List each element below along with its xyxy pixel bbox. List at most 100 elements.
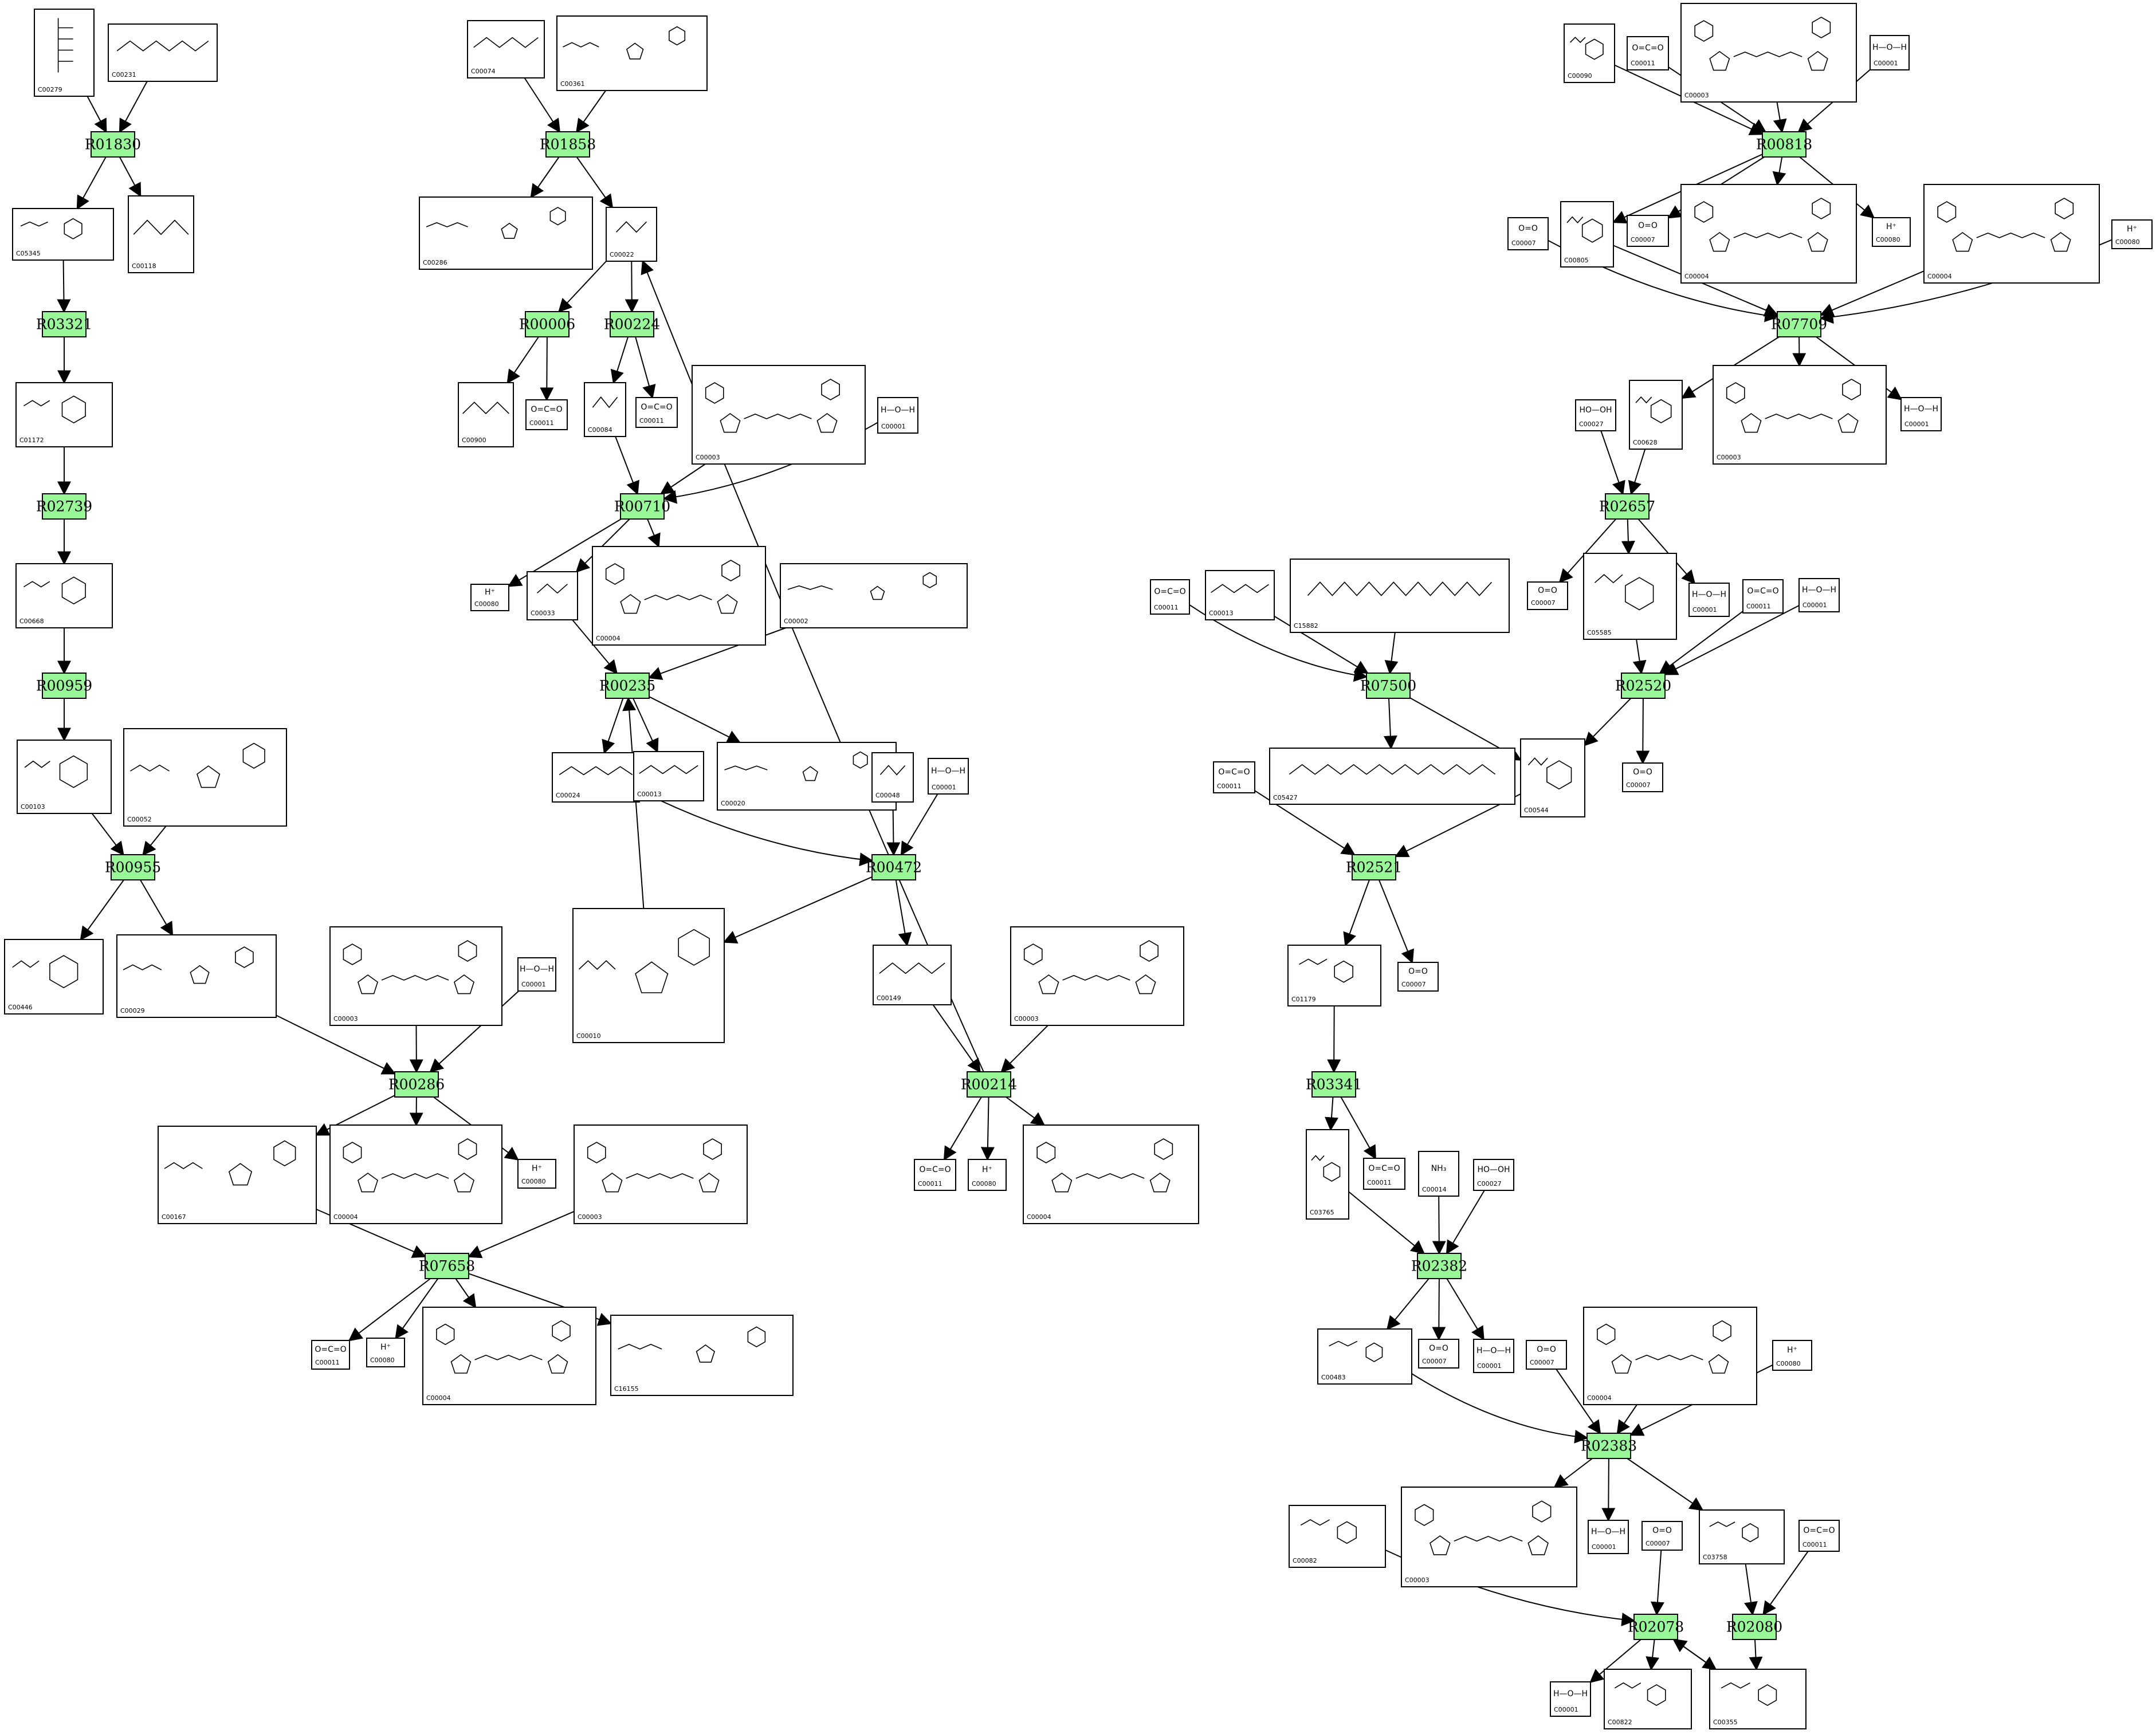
compound-node[interactable]: C00279 <box>34 9 95 97</box>
reaction-node[interactable]: R00224 <box>604 311 660 337</box>
compound-node[interactable]: C00003 <box>1010 926 1184 1026</box>
compound-node[interactable]: C00003 <box>1401 1487 1577 1587</box>
compound-node[interactable]: C00103 <box>17 740 112 814</box>
compound-node[interactable]: C00668 <box>15 563 113 628</box>
compound-node[interactable]: C01172 <box>15 382 113 447</box>
compound-node[interactable]: H⁺C00080 <box>1772 1340 1812 1371</box>
compound-node[interactable]: C00544 <box>1520 738 1585 817</box>
reaction-node[interactable]: R07709 <box>1771 311 1827 337</box>
compound-node[interactable]: C00361 <box>556 15 708 91</box>
compound-node[interactable]: C16155 <box>610 1315 794 1396</box>
reaction-node[interactable]: R00214 <box>961 1071 1017 1098</box>
compound-node[interactable]: C00149 <box>873 945 952 1005</box>
compound-node[interactable]: C00020 <box>717 742 897 811</box>
compound-node[interactable]: C00052 <box>123 728 287 827</box>
reaction-node[interactable]: R02657 <box>1599 493 1655 520</box>
compound-node[interactable]: C00004 <box>1680 184 1857 284</box>
reaction-node[interactable]: R02383 <box>1581 1433 1637 1459</box>
compound-node[interactable]: C00003 <box>692 365 866 465</box>
compound-node[interactable]: C15882 <box>1290 559 1510 633</box>
reaction-node[interactable]: R02521 <box>1346 854 1402 880</box>
compound-node[interactable]: H⁺C00080 <box>517 1159 556 1189</box>
compound-node[interactable]: C00029 <box>116 934 277 1018</box>
compound-node[interactable]: C00004 <box>1583 1307 1757 1405</box>
reaction-node[interactable]: R02078 <box>1628 1614 1684 1640</box>
compound-node[interactable]: C00231 <box>108 23 218 82</box>
compound-node[interactable]: C00013 <box>1205 570 1275 620</box>
compound-node[interactable]: C00002 <box>780 563 968 628</box>
reaction-node[interactable]: R03341 <box>1306 1071 1362 1098</box>
compound-node[interactable]: C00628 <box>1629 380 1683 450</box>
compound-node[interactable]: C00003 <box>574 1124 748 1224</box>
compound-node[interactable]: C00004 <box>329 1124 502 1224</box>
compound-node[interactable]: H⁺C00080 <box>470 584 509 611</box>
compound-node[interactable]: C00003 <box>329 926 502 1026</box>
compound-node[interactable]: C00033 <box>527 571 578 620</box>
compound-node[interactable]: C00013 <box>633 751 704 801</box>
reaction-node[interactable]: R07500 <box>1360 673 1416 699</box>
compound-node[interactable]: H⁺C00080 <box>2111 219 2153 249</box>
reaction-node[interactable]: R00959 <box>36 673 92 699</box>
reaction-node[interactable]: R01830 <box>85 131 141 158</box>
compound-node[interactable]: C00900 <box>458 382 514 447</box>
compound-node[interactable]: C05345 <box>12 208 114 261</box>
compound-node[interactable]: C00286 <box>419 196 593 270</box>
compound-node[interactable]: C00084 <box>584 382 626 437</box>
compound-node[interactable]: H⁺C00080 <box>968 1159 1007 1191</box>
reaction-node[interactable]: R00286 <box>388 1071 445 1098</box>
compound-node[interactable]: C00446 <box>4 939 104 1015</box>
compound-node[interactable]: C03758 <box>1699 1509 1785 1564</box>
compound-node[interactable]: C00090 <box>1564 23 1615 83</box>
reaction-node[interactable]: R00235 <box>599 673 655 699</box>
compound-node[interactable]: C00048 <box>871 752 914 803</box>
compound-node[interactable]: H⁺C00080 <box>1872 217 1911 247</box>
reaction-node[interactable]: R02520 <box>1615 673 1671 699</box>
reaction-node[interactable]: R00006 <box>519 311 575 337</box>
compound-node[interactable]: C00022 <box>606 207 657 262</box>
compound-node[interactable]: C00074 <box>467 20 545 78</box>
compound-node[interactable]: C00483 <box>1317 1328 1412 1385</box>
compound-node[interactable]: H⁺C00080 <box>366 1338 405 1367</box>
compound-node[interactable]: C00355 <box>1709 1669 1807 1729</box>
reaction-node[interactable]: R02382 <box>1411 1253 1467 1279</box>
compound-node[interactable]: C00167 <box>158 1126 317 1224</box>
reaction-node[interactable]: R00818 <box>1756 131 1812 158</box>
compound-node[interactable]: C00004 <box>592 546 766 646</box>
reaction-node[interactable]: R03321 <box>36 311 92 337</box>
compound-node[interactable]: C00004 <box>422 1307 596 1405</box>
compound-node[interactable]: C00003 <box>1680 3 1857 103</box>
compound-node[interactable]: C00118 <box>128 195 194 273</box>
compound-node[interactable]: C01179 <box>1287 945 1381 1006</box>
reaction-node[interactable]: R00472 <box>866 854 922 880</box>
compound-node[interactable]: C00004 <box>1923 184 2100 284</box>
compound-node[interactable]: C00822 <box>1604 1669 1692 1729</box>
compound-node[interactable]: C00003 <box>1713 365 1887 465</box>
